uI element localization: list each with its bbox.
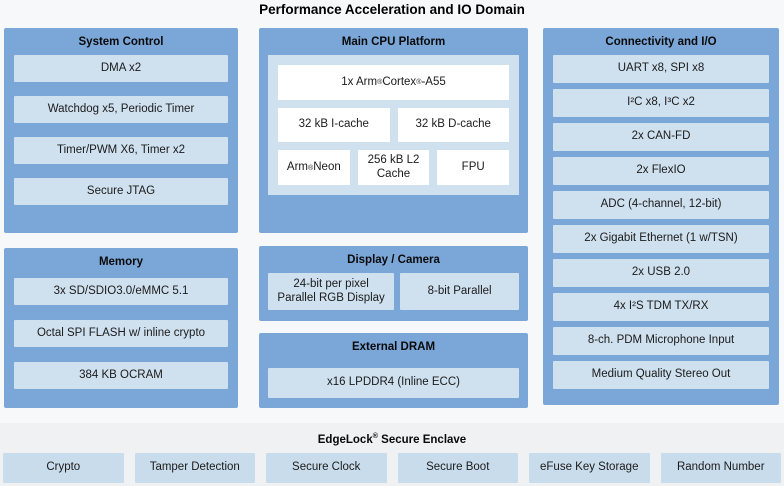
panel-title-display-camera: Display / Camera <box>347 254 440 266</box>
item-i2c-i3c: I²C x8, I³C x2 <box>553 89 769 117</box>
item-flexio: 2x FlexIO <box>553 157 769 185</box>
connectivity-items: UART x8, SPI x8 I²C x8, I³C x2 2x CAN-FD… <box>553 55 769 389</box>
item-sd-sdio-emmc: 3x SD/SDIO3.0/eMMC 5.1 <box>14 278 228 305</box>
memory-items: 3x SD/SDIO3.0/eMMC 5.1 Octal SPI FLASH w… <box>14 278 228 389</box>
item-adc: ADC (4-channel, 12-bit) <box>553 191 769 219</box>
item-tamper-detection: Tamper Detection <box>134 452 255 483</box>
panel-title-system-control: System Control <box>78 36 164 48</box>
panel-title-main-cpu: Main CPU Platform <box>341 36 446 48</box>
item-stereo-out: Medium Quality Stereo Out <box>553 361 769 389</box>
item-pdm-microphone: 8-ch. PDM Microphone Input <box>553 327 769 355</box>
cpu-unit-row: Arm® Neon 256 kB L2 Cache FPU <box>278 150 510 186</box>
item-uart-spi: UART x8, SPI x8 <box>553 55 769 83</box>
panel-memory: Memory 3x SD/SDIO3.0/eMMC 5.1 Octal SPI … <box>4 248 238 408</box>
item-usb: 2x USB 2.0 <box>553 259 769 287</box>
panel-title-memory: Memory <box>98 256 144 268</box>
secure-enclave-title: EdgeLock® Secure Enclave <box>317 432 467 446</box>
panel-system-control: System Control DMA x2 Watchdog x5, Perio… <box>4 28 238 233</box>
item-gigabit-ethernet: 2x Gigabit Ethernet (1 w/TSN) <box>553 225 769 253</box>
secure-enclave-items: Crypto Tamper Detection Secure Clock Sec… <box>0 452 784 483</box>
block-icache: 32 kB I-cache <box>278 107 390 143</box>
block-arm-neon: Arm® Neon <box>278 150 350 186</box>
secure-enclave-band: EdgeLock® Secure Enclave Crypto Tamper D… <box>0 423 784 486</box>
panel-display-camera: Display / Camera 24-bit per pixel Parall… <box>259 246 528 321</box>
system-control-items: DMA x2 Watchdog x5, Periodic Timer Timer… <box>14 55 228 205</box>
panel-connectivity-io: Connectivity and I/O UART x8, SPI x8 I²C… <box>543 28 779 405</box>
item-watchdog-periodic-timer: Watchdog x5, Periodic Timer <box>14 96 228 123</box>
item-i2s-tdm: 4x I²S TDM TX/RX <box>553 293 769 321</box>
item-random-number: Random Number <box>660 452 781 483</box>
panel-main-cpu: Main CPU Platform 1x Arm® Cortex®-A55 32… <box>259 28 528 233</box>
item-crypto: Crypto <box>3 452 124 483</box>
panel-title-external-dram: External DRAM <box>351 341 436 353</box>
panel-external-dram: External DRAM x16 LPDDR4 (Inline ECC) <box>259 333 528 408</box>
item-octal-spi-flash: Octal SPI FLASH w/ inline crypto <box>14 320 228 347</box>
block-fpu: FPU <box>437 150 510 186</box>
item-dma: DMA x2 <box>14 55 228 82</box>
cpu-cache-row: 32 kB I-cache 32 kB D-cache <box>278 107 509 143</box>
item-ocram: 384 KB OCRAM <box>14 362 228 389</box>
block-cortex-a55: 1x Arm® Cortex®-A55 <box>278 65 509 100</box>
item-efuse-key-storage: eFuse Key Storage <box>529 452 650 483</box>
item-timer-pwm: Timer/PWM X6, Timer x2 <box>14 137 228 164</box>
block-8bit-parallel: 8-bit Parallel <box>400 273 519 310</box>
item-secure-clock: Secure Clock <box>266 452 387 483</box>
panel-title-connectivity-io: Connectivity and I/O <box>605 36 717 48</box>
page-title: Performance Acceleration and IO Domain <box>259 2 525 17</box>
cpu-inner-cluster: 1x Arm® Cortex®-A55 32 kB I-cache 32 kB … <box>268 55 519 195</box>
block-parallel-rgb-display: 24-bit per pixel Parallel RGB Display <box>268 273 395 310</box>
item-secure-jtag: Secure JTAG <box>14 178 228 205</box>
cpu-core-row: 1x Arm® Cortex®-A55 <box>278 65 509 100</box>
block-l2-cache: 256 kB L2 Cache <box>357 150 430 186</box>
block-dcache: 32 kB D-cache <box>397 107 509 143</box>
display-camera-items: 24-bit per pixel Parallel RGB Display 8-… <box>268 273 519 310</box>
item-secure-boot: Secure Boot <box>397 452 518 483</box>
item-can-fd: 2x CAN-FD <box>553 123 769 151</box>
block-lpddr4: x16 LPDDR4 (Inline ECC) <box>268 368 519 398</box>
